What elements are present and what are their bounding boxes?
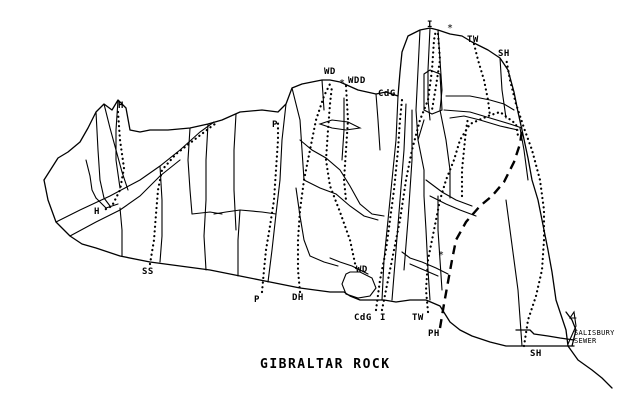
route-TW [424, 110, 520, 314]
route-DH [296, 82, 332, 294]
label-TW-top: TW [467, 35, 479, 45]
rock-features [55, 27, 529, 347]
route-SH [504, 56, 546, 348]
label-WD-low: WD [356, 265, 368, 275]
route-SS [148, 120, 220, 266]
route-WDD [342, 84, 350, 202]
note-line-2: SEWER [574, 337, 597, 345]
label-CdG-bottom: CdG [354, 313, 372, 323]
routes-dotted [102, 28, 546, 348]
label-SH-bottom: SH [530, 349, 542, 359]
route-labels: I TW SH WD WDD CdG H H P SS P DH WD CdG … [94, 20, 542, 359]
route-H [102, 110, 126, 212]
label-I-top: I [427, 20, 433, 30]
route-WD [324, 84, 358, 270]
route-PH-dashed [438, 129, 524, 329]
label-P-bottom: P [254, 295, 260, 305]
label-WD-top: WD [324, 67, 336, 77]
label-P-mid: P [272, 120, 278, 130]
star-marker-wdd: * [339, 78, 345, 89]
label-H-low: H [94, 207, 100, 217]
label-SS: SS [142, 267, 154, 277]
markers: * * * [339, 23, 453, 261]
route-mid-dotted [460, 116, 470, 198]
label-WDD: WDD [348, 76, 366, 86]
label-SH-top: SH [498, 49, 510, 59]
route-P [260, 118, 280, 294]
label-H-top: H [118, 101, 124, 111]
star-marker-mid: * [438, 250, 444, 261]
diagram-title: GIBRALTAR ROCK [260, 357, 391, 372]
arrow-pointer [567, 310, 577, 345]
route-TW-upper [472, 42, 492, 118]
note-line-1: SALISBURY [574, 329, 615, 337]
label-PH: PH [428, 329, 440, 339]
route-I [380, 28, 438, 312]
label-DH: DH [292, 293, 304, 303]
cliff-outline [43, 27, 613, 389]
salisbury-sewer-note: SALISBURY SEWER [567, 310, 615, 345]
label-TW-bottom: TW [412, 313, 424, 323]
route-upper-tower [430, 32, 442, 112]
label-I-bottom: I [380, 313, 386, 323]
star-marker-top: * [447, 23, 453, 34]
label-CdG-top: CdG [378, 89, 396, 99]
